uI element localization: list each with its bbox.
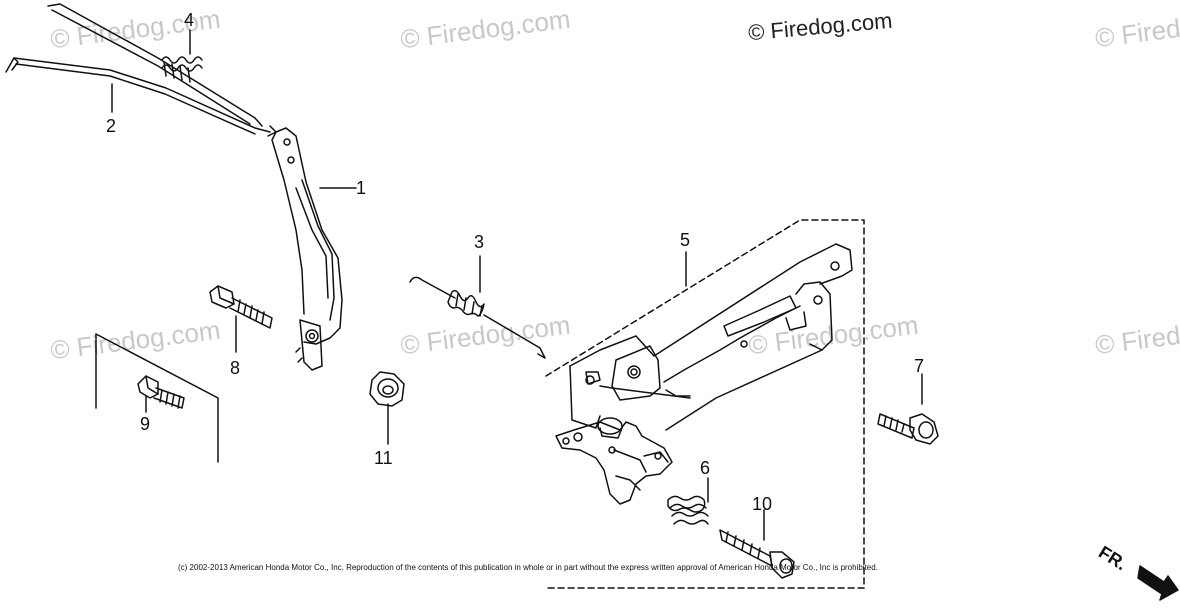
callout-3: 3 [474,232,485,252]
leader-lines [111,29,923,541]
callout-10: 10 [752,494,773,514]
callout-8: 8 [230,358,241,378]
callout-5: 5 [680,230,691,250]
callout-7: 7 [914,356,925,376]
part-4-spring-rod [47,3,263,127]
part-1-arm [271,127,343,371]
callout-1: 1 [356,178,367,198]
part-5-bracket [545,219,865,589]
part-9-bolt [95,333,219,463]
part-3-spring [409,276,546,359]
callout-2: 2 [106,116,117,136]
part-10-screw [719,529,795,579]
callout-9: 9 [140,414,151,434]
callout-6: 6 [700,458,711,478]
callout-11: 11 [374,448,393,468]
part-11-nut [369,371,405,407]
part-6-spring [667,495,709,525]
part-7-bolt [877,413,939,445]
part-8-bolt [209,285,273,329]
part-4-coil [161,56,203,83]
callout-4: 4 [184,10,195,30]
direction-arrow [1137,565,1179,601]
copyright-notice: (c) 2002-2013 American Honda Motor Co., … [178,563,878,572]
part-2-rod [5,57,277,137]
